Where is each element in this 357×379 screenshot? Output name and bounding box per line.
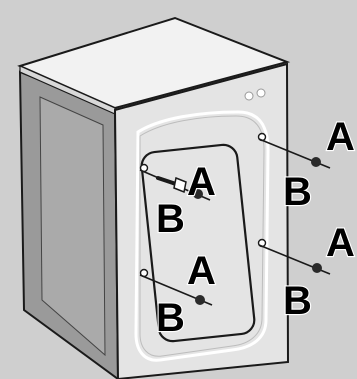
rear-panel-recess: [134, 110, 270, 362]
spanner-icon: [156, 176, 187, 194]
cabinet-rear-panel: [113, 62, 290, 379]
bolt-head-lower-right: [312, 263, 322, 273]
label-a-lower-left: A: [187, 249, 216, 293]
label-a-upper-right: A: [326, 115, 355, 159]
label-b-upper-right: B: [283, 170, 312, 214]
vent-hole-left: [244, 91, 254, 101]
label-b-lower-right: B: [283, 279, 312, 323]
bolt-head-lower-left: [195, 295, 205, 305]
vent-hole-right: [256, 88, 266, 98]
label-b-upper-left: B: [156, 197, 185, 241]
cabinet-side-inset: [39, 96, 106, 357]
label-b-lower-left: B: [156, 296, 185, 340]
label-a-lower-right: A: [326, 221, 355, 265]
label-a-upper-left: A: [187, 160, 216, 204]
bolt-head-upper-right: [311, 157, 321, 167]
rear-panel-recess-shadow: [139, 115, 265, 357]
rear-panel-frame: [140, 143, 256, 343]
bolt-head-upper-left: [193, 189, 203, 199]
